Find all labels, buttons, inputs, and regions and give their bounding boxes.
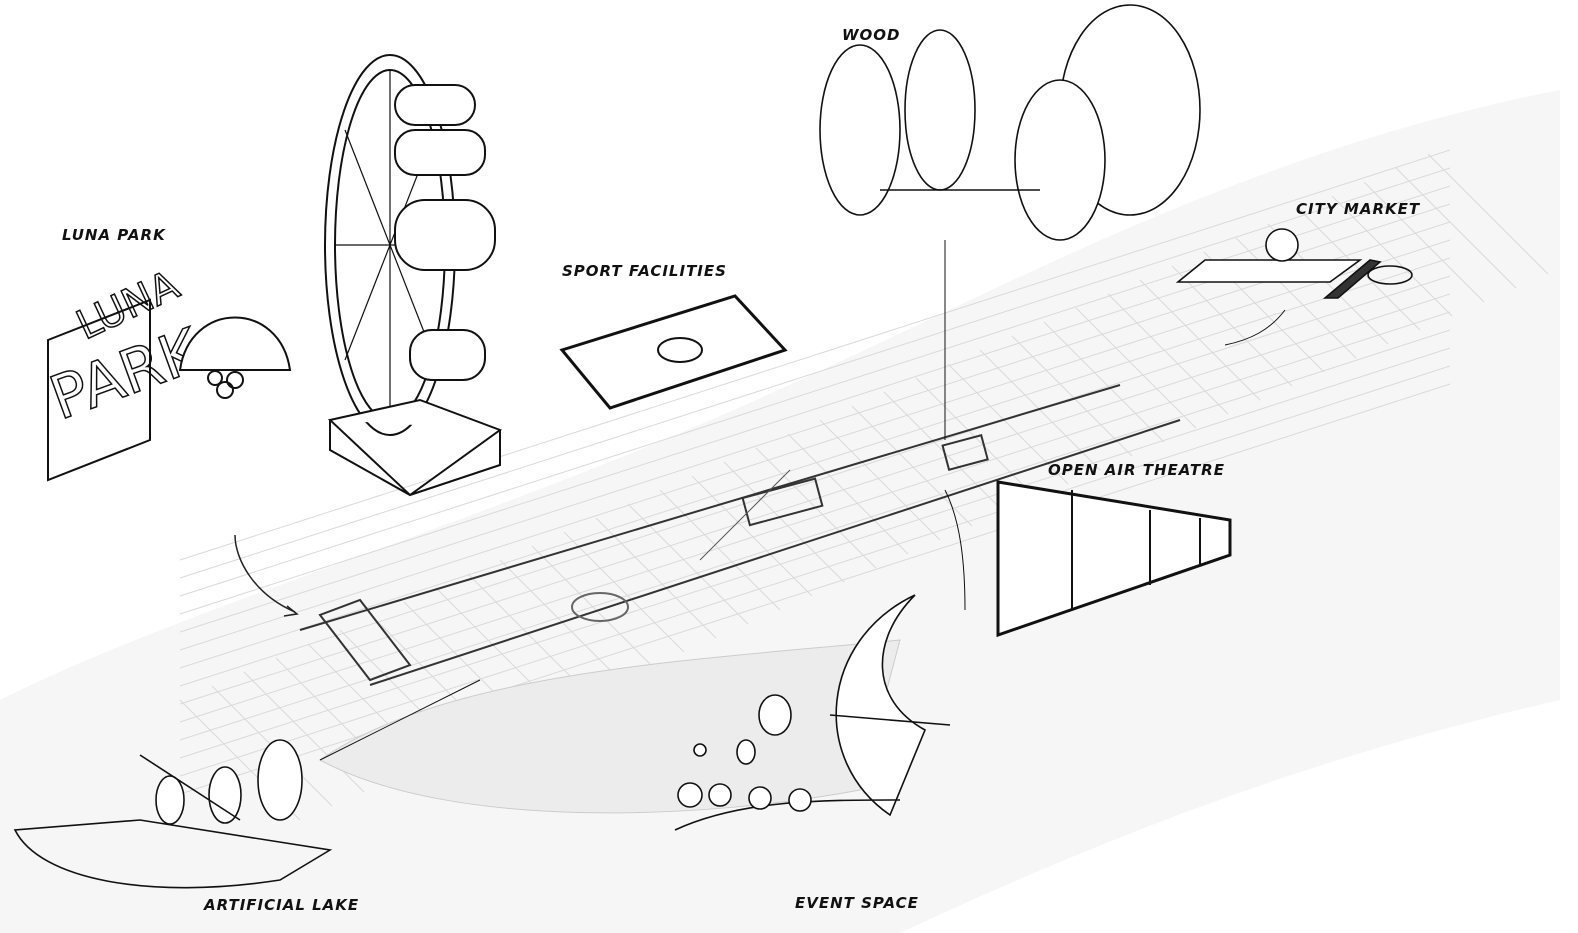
label-artificial-lake: ARTIFICIAL LAKE xyxy=(204,896,360,914)
street-line xyxy=(1363,181,1485,303)
street-line xyxy=(595,517,717,639)
street-line xyxy=(1011,335,1133,457)
street-line xyxy=(179,365,1451,777)
main-axis xyxy=(299,384,1181,686)
sport-facilities-sketch xyxy=(559,294,791,561)
street-line xyxy=(179,257,1451,669)
street-line xyxy=(1331,195,1453,317)
label-luna-park: LUNA PARK xyxy=(62,226,166,244)
city-market-sketch xyxy=(1175,228,1413,346)
street-line xyxy=(1395,167,1517,289)
street-line xyxy=(179,239,1451,651)
street-line xyxy=(627,503,749,625)
wood-sketch xyxy=(819,4,1201,440)
street-line xyxy=(179,293,1451,705)
luna-park-sketch: PARK LUNA xyxy=(40,54,503,497)
label-wood: WOOD xyxy=(842,26,901,44)
label-open-air-theatre: OPEN AIR THEATRE xyxy=(1048,461,1225,479)
street-line xyxy=(179,221,1451,633)
street-line xyxy=(179,185,1451,597)
street-line xyxy=(915,377,1037,499)
street-line xyxy=(179,347,1451,759)
street-line xyxy=(979,349,1101,471)
event-space-sketch xyxy=(674,594,951,831)
open-air-theatre-sketch xyxy=(944,480,1232,638)
artificial-lake-sketch xyxy=(13,679,481,889)
street-line xyxy=(1043,321,1165,443)
connector-arrows xyxy=(234,534,299,617)
street-line xyxy=(1427,153,1549,275)
street-line xyxy=(819,419,941,541)
street-line xyxy=(179,149,1451,561)
street-line xyxy=(563,531,685,653)
street-line xyxy=(787,433,909,555)
street-line xyxy=(499,559,621,681)
street-line xyxy=(659,489,781,611)
street-line xyxy=(1171,265,1293,387)
street-line xyxy=(723,461,845,583)
label-sport-facilities: SPORT FACILITIES xyxy=(562,262,727,280)
street-line xyxy=(179,311,1451,723)
street-line xyxy=(1075,307,1197,429)
street-line xyxy=(1235,237,1357,359)
park-area xyxy=(319,639,901,814)
street-line xyxy=(1107,293,1229,415)
city-map xyxy=(0,90,1560,933)
label-city-market: CITY MARKET xyxy=(1296,200,1421,218)
label-event-space: EVENT SPACE xyxy=(795,894,919,912)
street-line xyxy=(179,167,1451,579)
